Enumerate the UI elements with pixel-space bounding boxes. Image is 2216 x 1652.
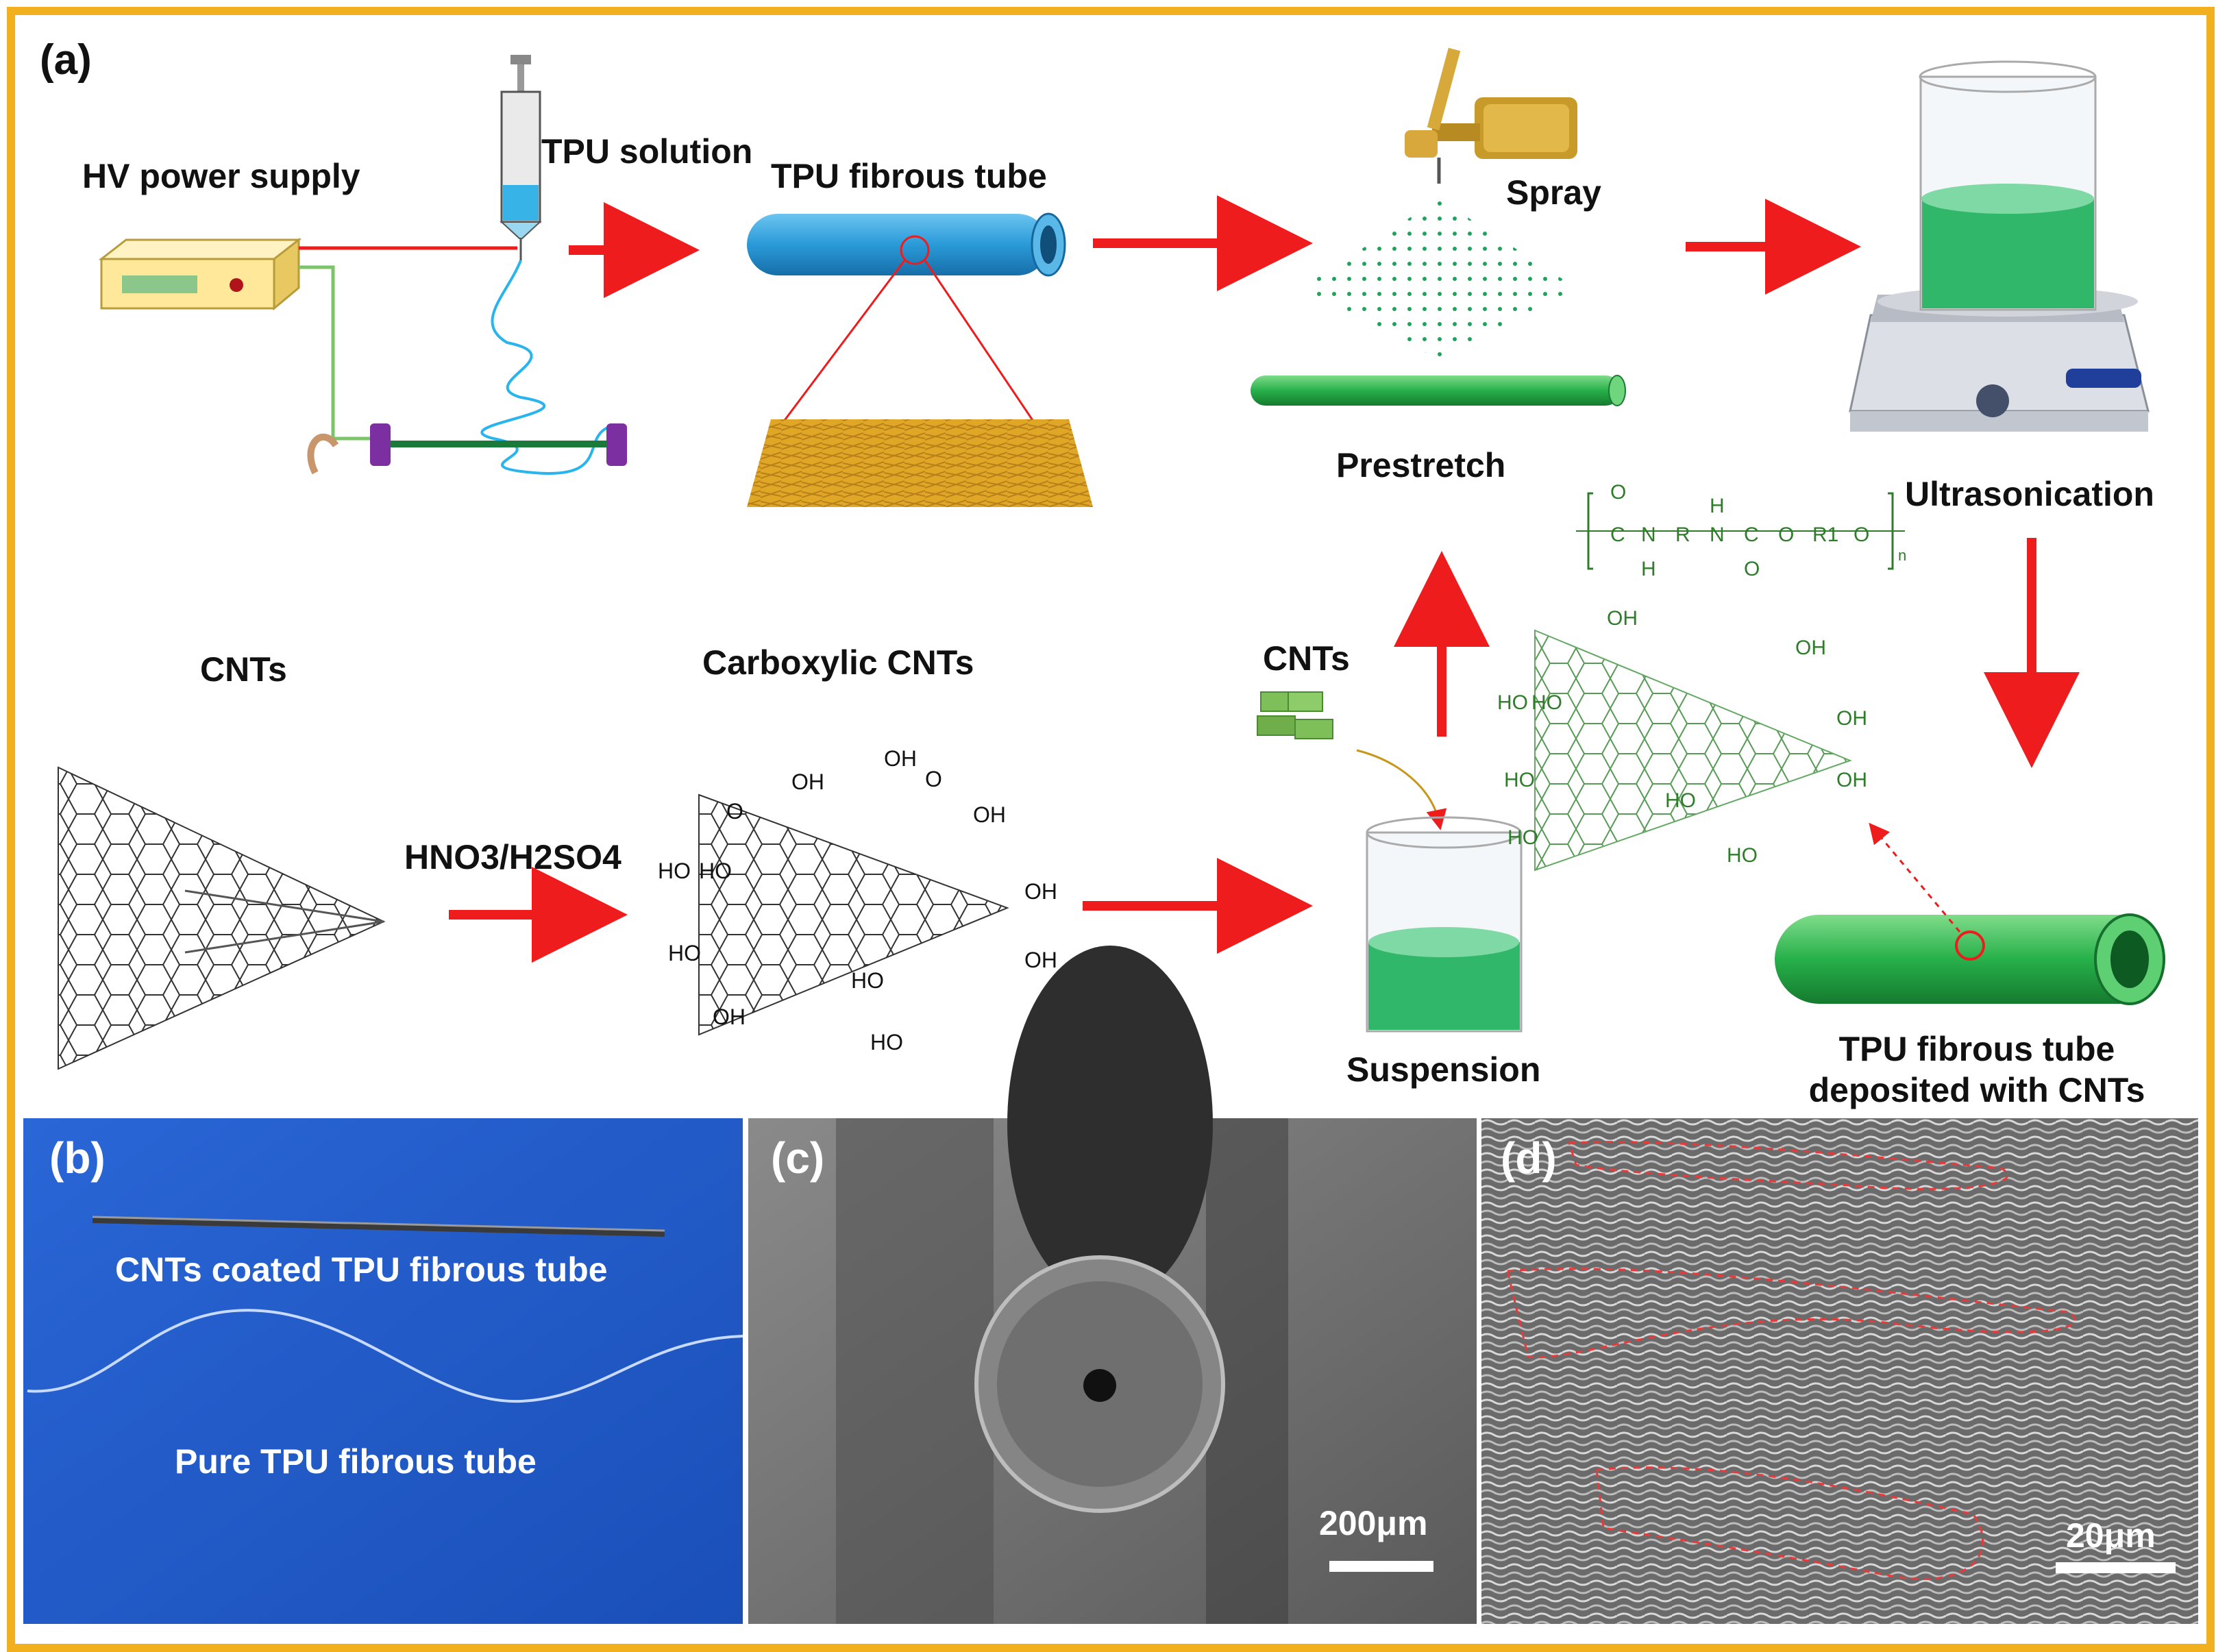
svg-text:HO: HO: [870, 1030, 903, 1055]
syringe-icon: [500, 55, 542, 260]
sem-tube-lumen: [1083, 1369, 1116, 1402]
svg-text:HO: HO: [668, 941, 701, 965]
svg-text:OH: OH: [1836, 769, 1867, 791]
panel-c-scale-bar: [1329, 1561, 1433, 1572]
cnts-right-label: CNTs: [1263, 639, 1350, 678]
svg-text:OH: OH: [1024, 879, 1057, 904]
blue-tube-icon: [747, 212, 1066, 277]
panel-b-photo: [23, 1118, 743, 1624]
coated-tube-highlight: [92, 1216, 665, 1232]
panel-b-label: (b): [49, 1133, 106, 1183]
hv-power-supply-label: HV power supply: [82, 157, 360, 195]
deposited-tube-icon: [1775, 913, 2165, 1005]
svg-text:O: O: [1778, 523, 1794, 546]
pure-tube-sample: [27, 1309, 743, 1403]
svg-text:N: N: [1710, 523, 1725, 546]
svg-text:OH: OH: [713, 1004, 746, 1029]
svg-text:C: C: [1744, 523, 1759, 546]
svg-text:HO: HO: [1665, 789, 1696, 812]
svg-text:OH: OH: [1836, 707, 1867, 730]
green-carboxyl-groups: OH OH HO HO OH HO OH HO HO HO: [1497, 607, 1867, 867]
svg-text:OH: OH: [1024, 948, 1057, 972]
panel-d-sem: [1481, 1118, 2198, 1624]
svg-text:R1: R1: [1812, 523, 1838, 546]
carboxylic-cnt-image: [698, 793, 1009, 1036]
svg-text:OH: OH: [973, 802, 1006, 827]
panel-a-label: (a): [40, 36, 92, 84]
sem-cavity: [1007, 946, 1213, 1302]
ultrasonication-label: Ultrasonication: [1905, 475, 2154, 513]
reagent-label: HNO3/H2SO4: [404, 838, 621, 876]
svg-text:HO: HO: [1531, 691, 1562, 714]
svg-text:OH: OH: [1795, 637, 1826, 659]
svg-text:R: R: [1675, 523, 1690, 546]
fiber-outline-3: [1595, 1466, 1984, 1580]
panel-d-scale-bar: [2056, 1562, 2176, 1573]
svg-text:HO: HO: [1497, 691, 1528, 714]
cnt-inner: [184, 889, 384, 954]
svg-text:O: O: [1610, 481, 1626, 504]
green-tube-prestretch-icon: [1251, 375, 1626, 406]
carboxylic-cnts-label: Carboxylic CNTs: [702, 643, 974, 682]
tpu-solution-label: TPU solution: [541, 132, 752, 171]
spray-gun-icon: [1405, 47, 1577, 184]
tpu-fibrous-tube-label: TPU fibrous tube: [771, 157, 1047, 195]
svg-text:HO: HO: [658, 859, 691, 883]
divider-b-c: [743, 1118, 748, 1624]
svg-text:H: H: [1641, 558, 1656, 580]
svg-text:H: H: [1710, 495, 1725, 517]
svg-text:N: N: [1641, 523, 1656, 546]
suspension-label: Suspension: [1346, 1050, 1540, 1089]
svg-text:O: O: [1854, 523, 1869, 546]
svg-text:HO: HO: [699, 859, 732, 883]
svg-text:OH: OH: [791, 769, 824, 794]
coated-tube-label: CNTs coated TPU fibrous tube: [115, 1250, 608, 1289]
prestretch-label: Prestretch: [1336, 446, 1505, 484]
figure-frame: [7, 7, 2215, 1652]
svg-text:OH: OH: [884, 746, 917, 771]
jet-spiral: [480, 260, 617, 475]
panel-d-scale-label: 20μm: [2066, 1516, 2156, 1555]
deposited-label-line1: TPU fibrous tube: [1839, 1030, 2115, 1068]
divider-c-d: [1477, 1118, 1481, 1624]
fiber-outline-2: [1506, 1268, 2076, 1359]
suspension-beaker-icon: [1366, 816, 1523, 1033]
pure-tube-label: Pure TPU fibrous tube: [175, 1442, 537, 1481]
panel-c-label: (c): [771, 1133, 824, 1183]
svg-text:HO: HO: [1507, 826, 1538, 849]
panel-d-label: (d): [1501, 1133, 1557, 1183]
svg-text:C: C: [1610, 523, 1625, 546]
svg-text:O: O: [1744, 558, 1760, 580]
cnt-powder-icon: [1257, 691, 1333, 739]
ground-wire: [299, 265, 370, 441]
svg-text:OH: OH: [1607, 607, 1638, 630]
powder-pour-arrow: [1356, 749, 1447, 830]
spray-label: Spray: [1506, 173, 1601, 212]
svg-text:O: O: [726, 799, 743, 824]
spray-mist: [1302, 199, 1576, 360]
svg-text:HO: HO: [1504, 769, 1535, 791]
coated-tube-sample: [92, 1216, 665, 1237]
svg-text:O: O: [925, 767, 942, 791]
deposited-label-line2: deposited with CNTs: [1809, 1071, 2145, 1109]
ultrasonicator-icon: [1849, 60, 2150, 432]
zoom-line-left: [770, 260, 906, 439]
rotating-collector-icon: [307, 423, 627, 475]
sem-tube-wall-left: [836, 1118, 994, 1624]
power-supply-icon: [98, 237, 302, 311]
svg-text:HO: HO: [1727, 844, 1758, 867]
svg-text:HO: HO: [851, 968, 884, 993]
panel-c-scale-label: 200μm: [1319, 1504, 1427, 1542]
fiber-mat-image: [747, 419, 1093, 507]
green-cnt-image: [1534, 629, 1852, 872]
zoom-line-right: [924, 260, 1046, 439]
zoom-arrow-dashed: [1869, 822, 1961, 933]
tpu-structure-formula: C O N H R N H C O O R1 O n: [1576, 481, 1906, 580]
cnts-left-label: CNTs: [200, 650, 287, 689]
carboxyl-groups: OH OH O OH O HO HO OH OH HO HO OH HO: [658, 746, 1057, 1055]
svg-text:n: n: [1898, 547, 1906, 564]
cnt-cone-image: [58, 766, 386, 1070]
fiber-outline-1: [1567, 1141, 2009, 1190]
